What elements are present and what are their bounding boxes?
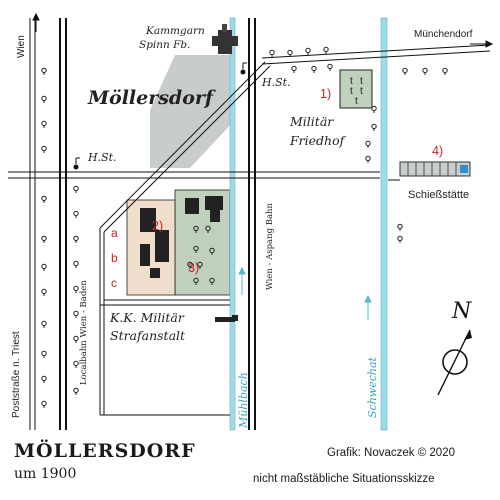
marker-4: 4) [432, 144, 443, 158]
cemetery-label-line1: Militär [289, 114, 334, 129]
schwechat-river [380, 17, 388, 431]
svg-text:t: t [360, 76, 363, 87]
localbahn-track [59, 18, 67, 430]
schwechat-label: Schwechat [366, 356, 379, 418]
station-marker-west [73, 157, 80, 170]
estate-buildings [140, 196, 223, 278]
marker-c: c [111, 276, 117, 290]
poststrasse-label: Poststraße n. Triest [11, 331, 22, 418]
muehlbach-stream [229, 17, 236, 431]
prison-label-line2: Strafanstalt [110, 328, 186, 343]
svg-text:t: t [355, 96, 358, 107]
prison-label-line1: K.K. Militär [109, 310, 185, 325]
prison-building [215, 315, 238, 322]
muenchendorf-road [261, 44, 491, 65]
svg-text:t: t [350, 86, 353, 97]
local-streets [99, 228, 230, 416]
cemetery-label-line2: Friedhof [289, 133, 347, 148]
marker-1: 1) [320, 87, 331, 101]
marker-b: b [111, 251, 118, 265]
shooting-range [399, 161, 471, 177]
station-label-west: H.St. [87, 151, 117, 164]
caption-title: MÖLLERSDORF [14, 440, 196, 462]
shooting-range-label: Schießstätte [408, 189, 469, 201]
caption-subtitle: um 1900 [14, 466, 77, 482]
marker-a: a [111, 226, 118, 240]
svg-text:t: t [360, 86, 363, 97]
svg-text:t: t [350, 76, 353, 87]
built-up-area [150, 55, 235, 168]
poststrasse-road [29, 18, 36, 430]
caption-note: nicht maßstäbliche Situationsskizze [253, 473, 435, 485]
factory-building [212, 24, 238, 54]
marker-3: 3) [188, 261, 199, 275]
direction-arrows [32, 12, 494, 48]
caption-credit: Grafik: Novaczek © 2020 [327, 447, 455, 459]
diagonal-road [99, 61, 271, 233]
main-road [8, 171, 400, 181]
place-name-label: Möllersdorf [87, 87, 216, 109]
aspangbahn-track [248, 18, 256, 430]
factory-label-line2: Spinn Fb. [139, 39, 190, 51]
stream-flow-arrows [238, 266, 372, 320]
factory-label-line1: Kammgarn [145, 25, 205, 37]
muenchendorf-road-label: Münchendorf [414, 29, 473, 40]
muehlbach-label: Mühlbach [237, 372, 250, 429]
wien-road-label: Wien [16, 35, 27, 58]
military-cemetery: t t t t t [339, 69, 373, 109]
aspangbahn-label: Wien - Aspang Bahn [265, 202, 275, 290]
marker-2: 2) [152, 219, 163, 233]
station-label-east: H.St. [261, 76, 291, 89]
compass-icon [437, 329, 472, 396]
localbahn-label: Localbahn Wien - Baden [79, 280, 89, 385]
north-label: N [451, 299, 472, 324]
station-marker-east [240, 62, 247, 75]
